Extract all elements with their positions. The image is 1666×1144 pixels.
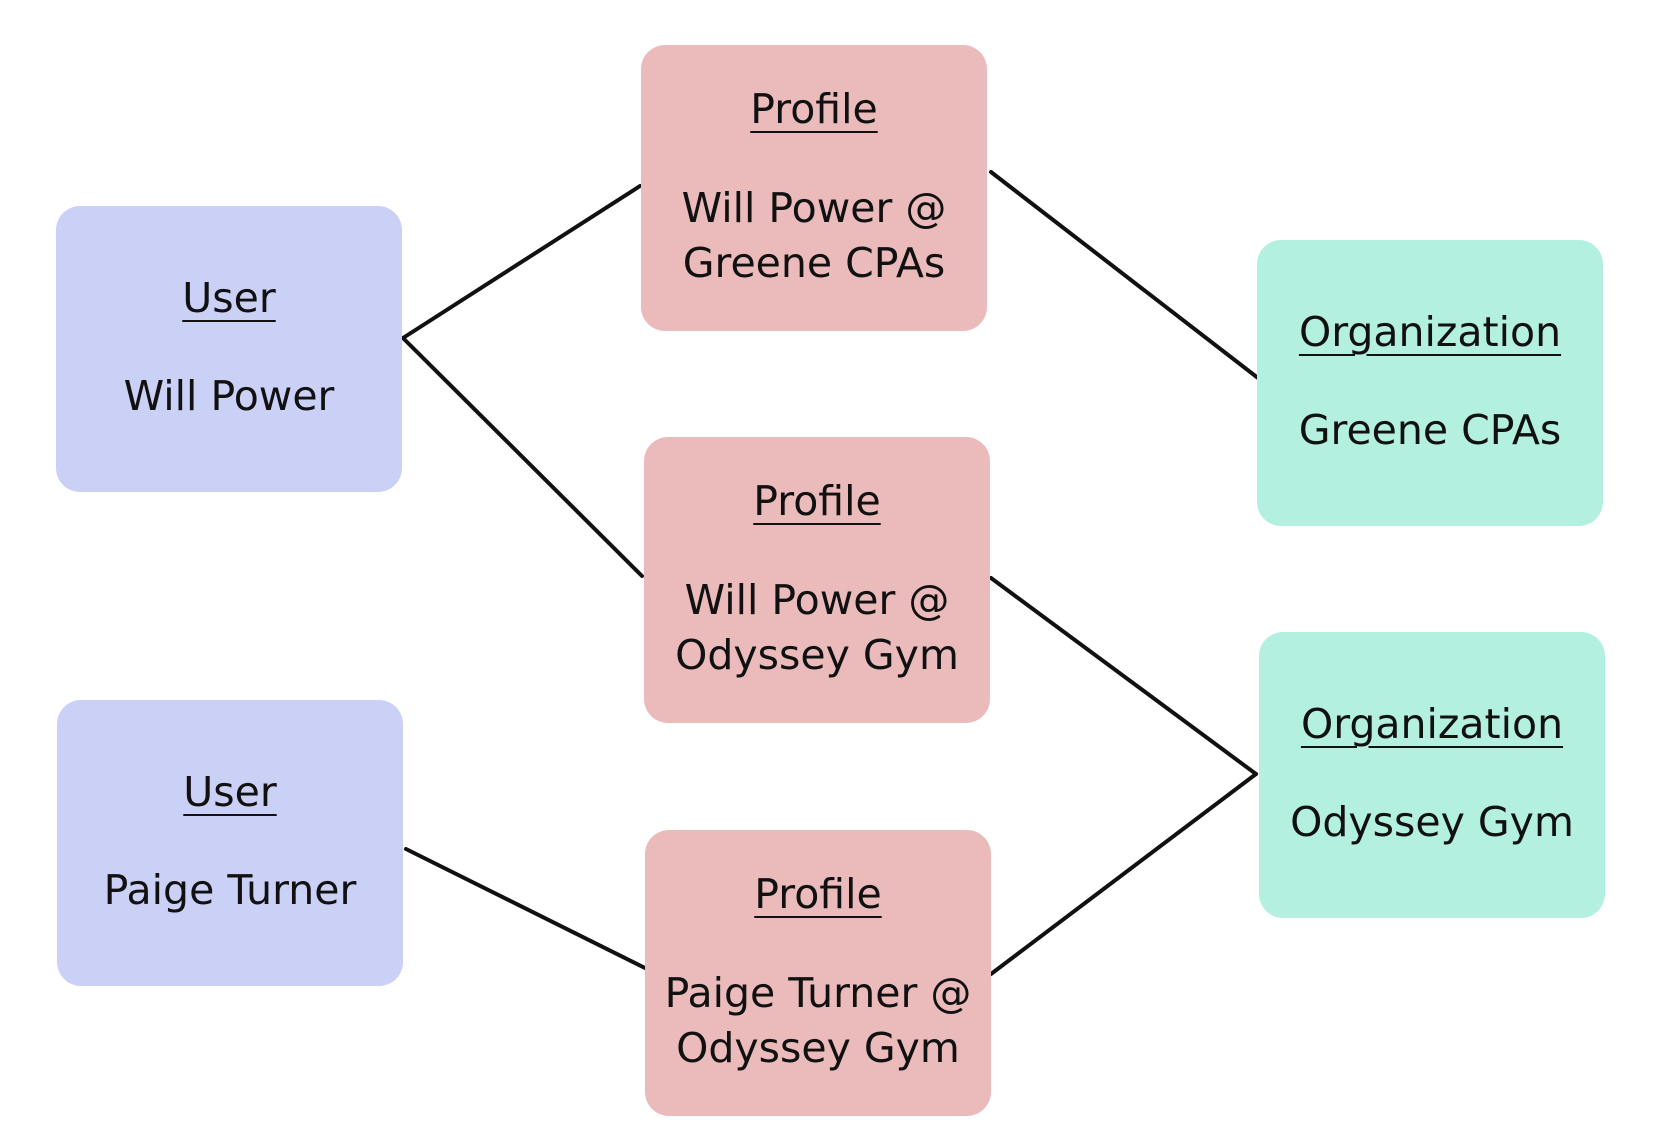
node-name-label: Will Power [123, 372, 335, 421]
edge-profile-greene-to-org-greene [989, 170, 1260, 380]
node-name-label: Will Power @ Odyssey Gym [675, 575, 959, 679]
node-type-label: Organization [1298, 307, 1562, 356]
node-type-label: Profile [750, 85, 878, 134]
user-node-paige-turner: User Paige Turner [57, 700, 403, 986]
organization-node-odyssey-gym: Organization Odyssey Gym [1259, 632, 1605, 918]
node-name-label: Paige Turner @ Odyssey Gym [664, 968, 972, 1072]
profile-node-will-greene: Profile Will Power @ Greene CPAs [641, 45, 987, 331]
node-type-label: Profile [754, 870, 882, 919]
node-type-label: Organization [1300, 699, 1564, 748]
profile-node-will-odyssey: Profile Will Power @ Odyssey Gym [644, 437, 990, 723]
organization-node-greene-cpas: Organization Greene CPAs [1257, 240, 1603, 526]
profile-node-paige-odyssey: Profile Paige Turner @ Odyssey Gym [645, 830, 991, 1116]
node-name-label: Will Power @ Greene CPAs [681, 183, 947, 287]
user-node-will-power: User Will Power [56, 206, 402, 492]
node-type-label: User [182, 273, 276, 322]
node-name-label: Odyssey Gym [1290, 798, 1574, 847]
node-name-label: Paige Turner [103, 866, 357, 915]
edge-profile-will-odyssey-to-org-odyssey [989, 576, 1258, 776]
node-type-label: User [183, 767, 277, 816]
edge-user-paige-to-profile-odyssey [404, 847, 647, 970]
edge-user-will-to-profile-greene [401, 184, 642, 340]
node-name-label: Greene CPAs [1298, 406, 1562, 455]
edge-profile-paige-odyssey-to-org-odyssey [989, 772, 1258, 976]
node-type-label: Profile [753, 477, 881, 526]
edge-user-will-to-profile-odyssey [401, 336, 644, 578]
